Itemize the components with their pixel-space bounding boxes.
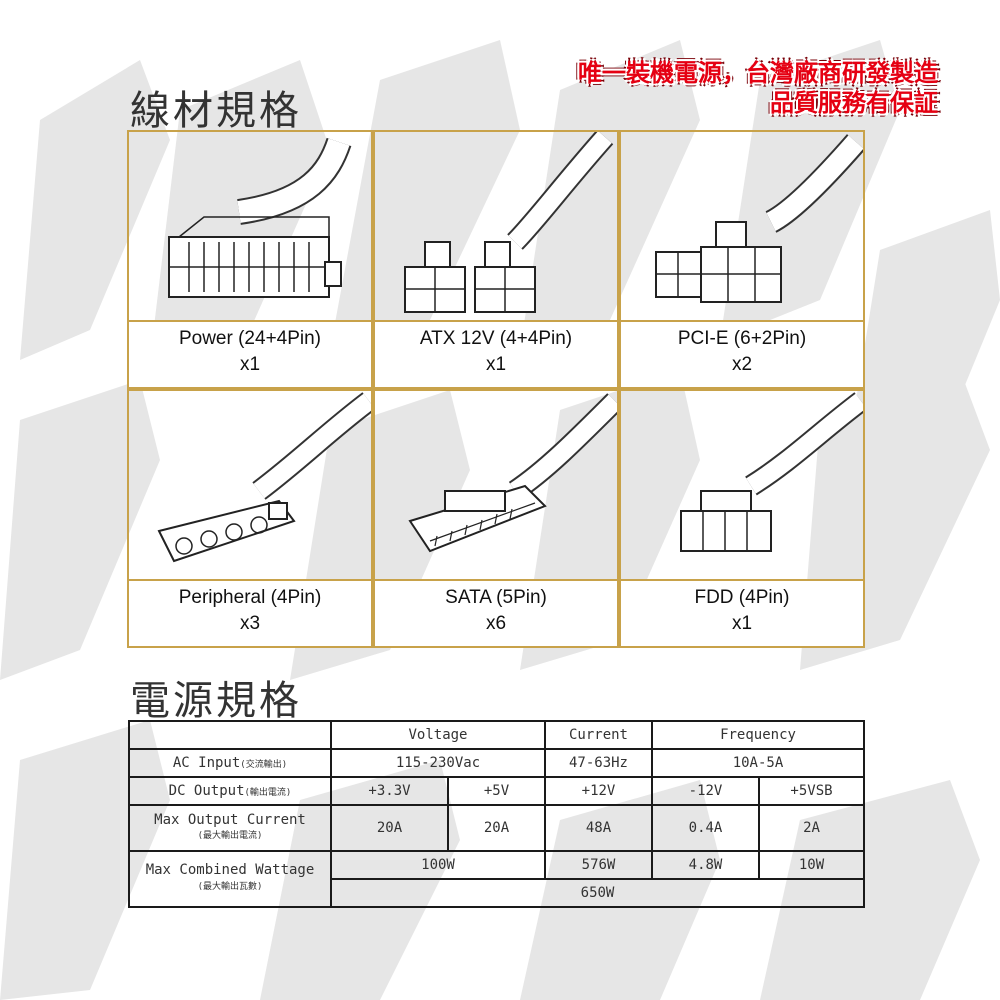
- cable-grid: Power (24+4Pin) x1 ATX 12V (4+4Pin) x1: [127, 130, 865, 648]
- row-label-ac-input: AC Input(交流輸出): [128, 748, 332, 778]
- promo-banner: 唯一裝機電源，台灣廠商研發製造 品質服務有保証: [578, 58, 938, 118]
- cell-ac-voltage: 115-230Vac: [330, 748, 546, 778]
- header-current: Current: [544, 720, 653, 750]
- table-row-max-current: Max Output Current(最大輸出電流) 20A 20A 48A 0…: [128, 804, 865, 852]
- power-spec-title: 電源規格: [130, 678, 302, 724]
- peripheral-connector-illustration: [157, 392, 371, 563]
- row-label-max-current: Max Output Current(最大輸出電流): [128, 804, 332, 852]
- cable-qty: x1: [239, 354, 261, 375]
- cell-mw-100: 100W: [330, 850, 546, 880]
- pcie-connector-illustration: [655, 134, 863, 303]
- cable-card-power: Power (24+4Pin) x1: [127, 130, 373, 389]
- cable-card-sata: SATA (5Pin) x6: [373, 389, 619, 648]
- cable-caption-fdd: FDD (4Pin) x1: [621, 579, 863, 646]
- fdd-connector-illustration: [680, 392, 863, 552]
- table-row-ac-input: AC Input(交流輸出) 115-230Vac 47-63Hz 10A-5A: [128, 748, 865, 778]
- cable-qty: x1: [731, 613, 753, 634]
- cable-name: SATA (5Pin): [445, 587, 547, 608]
- sata-connector-illustration: [408, 393, 617, 553]
- cell-mw-576: 576W: [544, 850, 653, 880]
- cell-ac-current: 47-63Hz: [544, 748, 653, 778]
- cell-mc-4: 2A: [758, 804, 865, 852]
- promo-line-1: 唯一裝機電源，台灣廠商研發製造: [578, 59, 938, 87]
- table-header-row: Voltage Current Frequency: [128, 720, 865, 750]
- cell-mc-3: 0.4A: [651, 804, 760, 852]
- cable-name: ATX 12V (4+4Pin): [419, 328, 573, 349]
- cable-caption-pcie: PCI-E (6+2Pin) x2: [621, 320, 863, 387]
- header-frequency: Frequency: [651, 720, 865, 750]
- cable-qty: x2: [731, 354, 753, 375]
- table-row-max-wattage: Max Combined Wattage(最大輸出瓦數) 100W 576W 4…: [128, 850, 865, 908]
- cable-name: Power (24+4Pin): [178, 328, 322, 349]
- header-voltage: Voltage: [330, 720, 546, 750]
- cell-dc-0: +3.3V: [330, 776, 449, 806]
- cell-dc-3: -12V: [651, 776, 760, 806]
- promo-line-2: 品質服務有保証: [770, 89, 938, 117]
- cable-qty: x1: [485, 354, 507, 375]
- cable-card-atx12v: ATX 12V (4+4Pin) x1: [373, 130, 619, 389]
- cable-card-peripheral: Peripheral (4Pin) x3: [127, 389, 373, 648]
- row-label-max-wattage: Max Combined Wattage(最大輸出瓦數): [128, 850, 332, 908]
- cell-mc-0: 20A: [330, 804, 449, 852]
- power-spec-table: Voltage Current Frequency AC Input(交流輸出)…: [128, 720, 865, 908]
- cable-caption-peripheral: Peripheral (4Pin) x3: [129, 579, 371, 646]
- row-label-dc-output: DC Output(輸出電流): [128, 776, 332, 806]
- cable-name: PCI-E (6+2Pin): [677, 328, 807, 349]
- cell-mw-48: 4.8W: [651, 850, 760, 880]
- cable-card-pcie: PCI-E (6+2Pin) x2: [619, 130, 865, 389]
- cable-spec-title: 線材規格: [130, 88, 302, 134]
- cell-total-wattage: 650W: [330, 878, 865, 908]
- cell-mc-2: 48A: [544, 804, 653, 852]
- cable-name: Peripheral (4Pin): [178, 587, 322, 608]
- cable-name: FDD (4Pin): [694, 587, 790, 608]
- cell-dc-4: +5VSB: [758, 776, 865, 806]
- cell-dc-2: +12V: [544, 776, 653, 806]
- cell-mw-10: 10W: [758, 850, 865, 880]
- cell-ac-frequency: 10A-5A: [651, 748, 865, 778]
- cable-caption-power: Power (24+4Pin) x1: [129, 320, 371, 387]
- cable-caption-atx12v: ATX 12V (4+4Pin) x1: [375, 320, 617, 387]
- cable-qty: x6: [485, 613, 507, 634]
- cable-caption-sata: SATA (5Pin) x6: [375, 579, 617, 646]
- cable-card-fdd: FDD (4Pin) x1: [619, 389, 865, 648]
- cell-dc-1: +5V: [447, 776, 546, 806]
- table-row-total-wattage: 650W: [129, 878, 865, 908]
- cell-mc-1: 20A: [447, 804, 546, 852]
- cable-qty: x3: [239, 613, 261, 634]
- table-row-dc-output: DC Output(輸出電流) +3.3V +5V +12V -12V +5VS…: [128, 776, 865, 806]
- atx12v-connector-illustration: [404, 132, 614, 313]
- power-connector-illustration: [168, 137, 352, 298]
